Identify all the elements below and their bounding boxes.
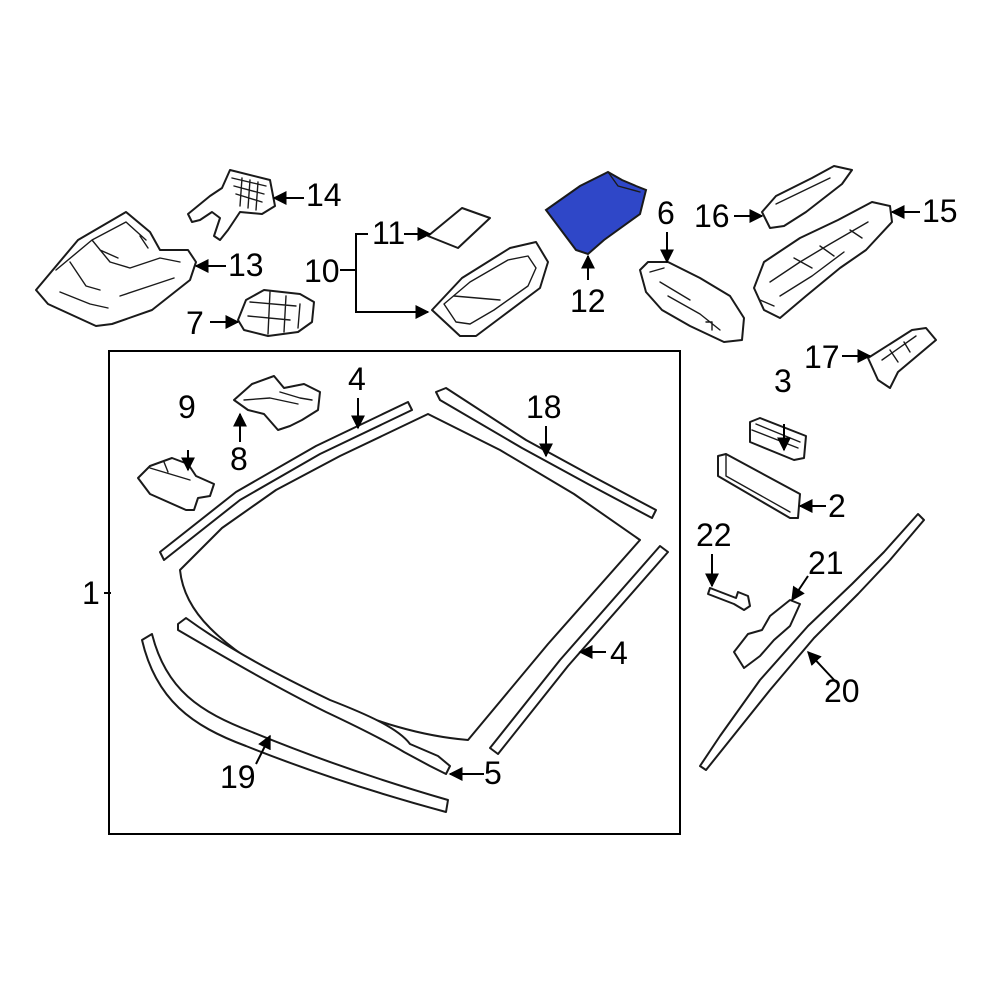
callout-9: 9	[178, 389, 196, 425]
part-4-upper-moulding[interactable]	[159, 401, 413, 561]
part-14-bracket[interactable]	[187, 169, 276, 241]
callout-11: 11	[372, 215, 405, 251]
callout-4-right: 4	[610, 635, 628, 671]
callout-19: 19	[220, 759, 256, 795]
callout-2: 2	[828, 488, 846, 524]
part-7-sensor-module[interactable]	[237, 289, 315, 337]
callout-20: 20	[824, 673, 860, 709]
part-3-clip[interactable]	[749, 417, 807, 461]
part-22-bolt[interactable]	[707, 587, 751, 611]
callout-17: 17	[804, 339, 840, 375]
callout-3: 3	[774, 363, 792, 399]
callout-12: 12	[570, 283, 606, 319]
callout-21: 21	[808, 545, 844, 581]
callout-15: 15	[922, 193, 958, 229]
callout-13: 13	[228, 247, 264, 283]
callout-1: 1	[82, 575, 100, 611]
part-21-bracket[interactable]	[733, 599, 801, 669]
part-2-strip[interactable]	[717, 453, 801, 519]
part-17-bracket[interactable]	[867, 327, 937, 389]
part-10-console-lens[interactable]	[431, 241, 549, 337]
callout-16: 16	[694, 198, 730, 234]
part-13-console-housing[interactable]	[35, 211, 197, 327]
callout-10: 10	[304, 253, 340, 289]
part-5-lower-moulding[interactable]	[177, 617, 451, 775]
callout-7: 7	[186, 305, 204, 341]
callout-8: 8	[230, 441, 248, 477]
part-11-pad[interactable]	[427, 207, 491, 249]
callout-5: 5	[484, 755, 502, 791]
leader-lines	[104, 191, 920, 781]
part-16-trim-cover[interactable]	[761, 165, 853, 229]
callout-18: 18	[526, 389, 562, 425]
part-20-seal-strip[interactable]	[699, 513, 925, 771]
part-9-sensor-cover[interactable]	[137, 457, 215, 511]
part-19-cowl-seal[interactable]	[141, 633, 449, 813]
windshield-glass[interactable]	[179, 413, 641, 741]
callout-4-top: 4	[348, 361, 366, 397]
part-6-mirror-housing[interactable]	[639, 261, 745, 343]
part-12-cover-highlighted[interactable]	[544, 170, 648, 256]
callout-14: 14	[306, 177, 342, 213]
part-8-camera-bracket[interactable]	[233, 375, 321, 431]
callout-labels: 14 13 7 11 10 12 6 16 15 17 3 2 9 8 4 18…	[82, 177, 958, 795]
part-15-console-housing[interactable]	[753, 201, 893, 319]
callout-22: 22	[696, 517, 732, 553]
callout-6: 6	[657, 195, 675, 231]
